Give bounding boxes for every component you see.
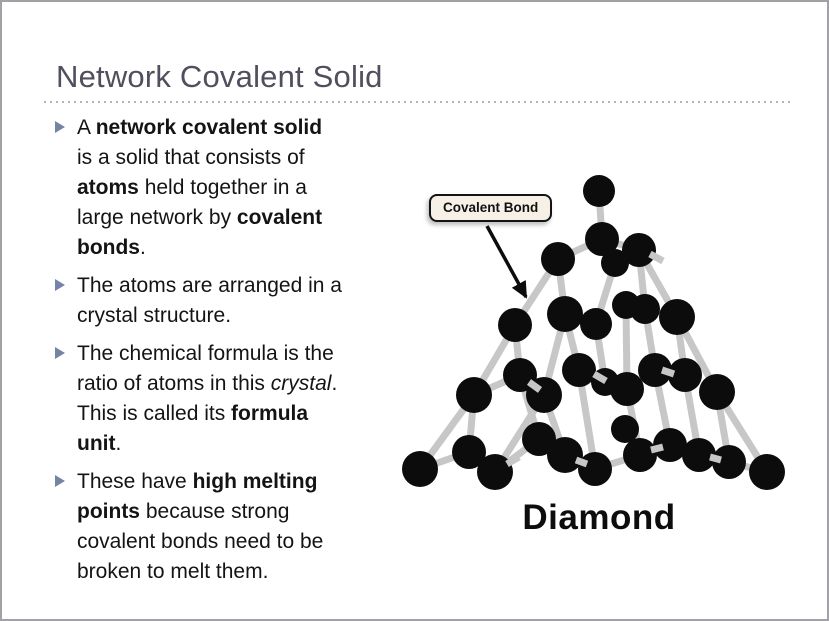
figure-caption: Diamond [522,498,676,537]
title-divider [44,101,790,103]
page-title: Network Covalent Solid [56,59,383,94]
bullet-triangle-icon [55,121,65,133]
covalent-bond-callout: Covalent Bond [429,194,553,222]
bullet-triangle-icon [55,347,65,359]
callout-arrow-icon [485,225,528,299]
bullet-triangle-icon [55,475,65,487]
bullet-triangle-icon [55,279,65,291]
front-bond-stubs [505,250,722,468]
atom-spheres [402,175,785,490]
